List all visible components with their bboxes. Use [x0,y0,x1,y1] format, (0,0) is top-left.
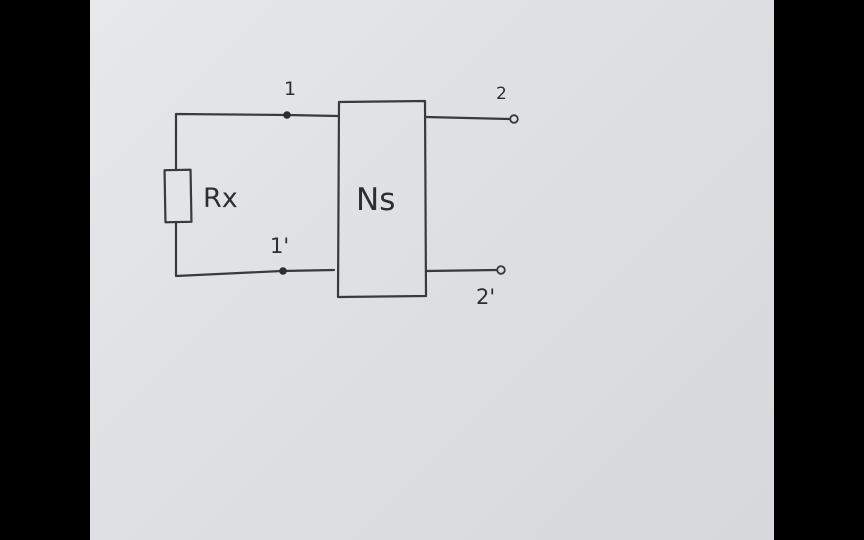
terminal-2-prime-open [496,265,506,275]
resistor-rx [163,168,193,224]
wire-top-right [424,115,512,121]
terminal-2-label: 2 [496,84,507,104]
resistor-label: Rx [203,183,238,214]
wire-bottom-right [424,268,499,273]
terminal-2-open [509,114,519,124]
terminal-1-prime-label: 1' [270,234,289,258]
junction-1 [283,111,291,119]
wire-top-left [174,112,340,172]
terminal-2-prime-label: 2' [476,285,495,309]
network-box [336,99,428,299]
terminal-1-label: 1 [284,78,296,100]
wire-bottom-left [174,220,336,278]
network-label: Ns [356,182,395,218]
junction-1-prime [279,267,287,275]
